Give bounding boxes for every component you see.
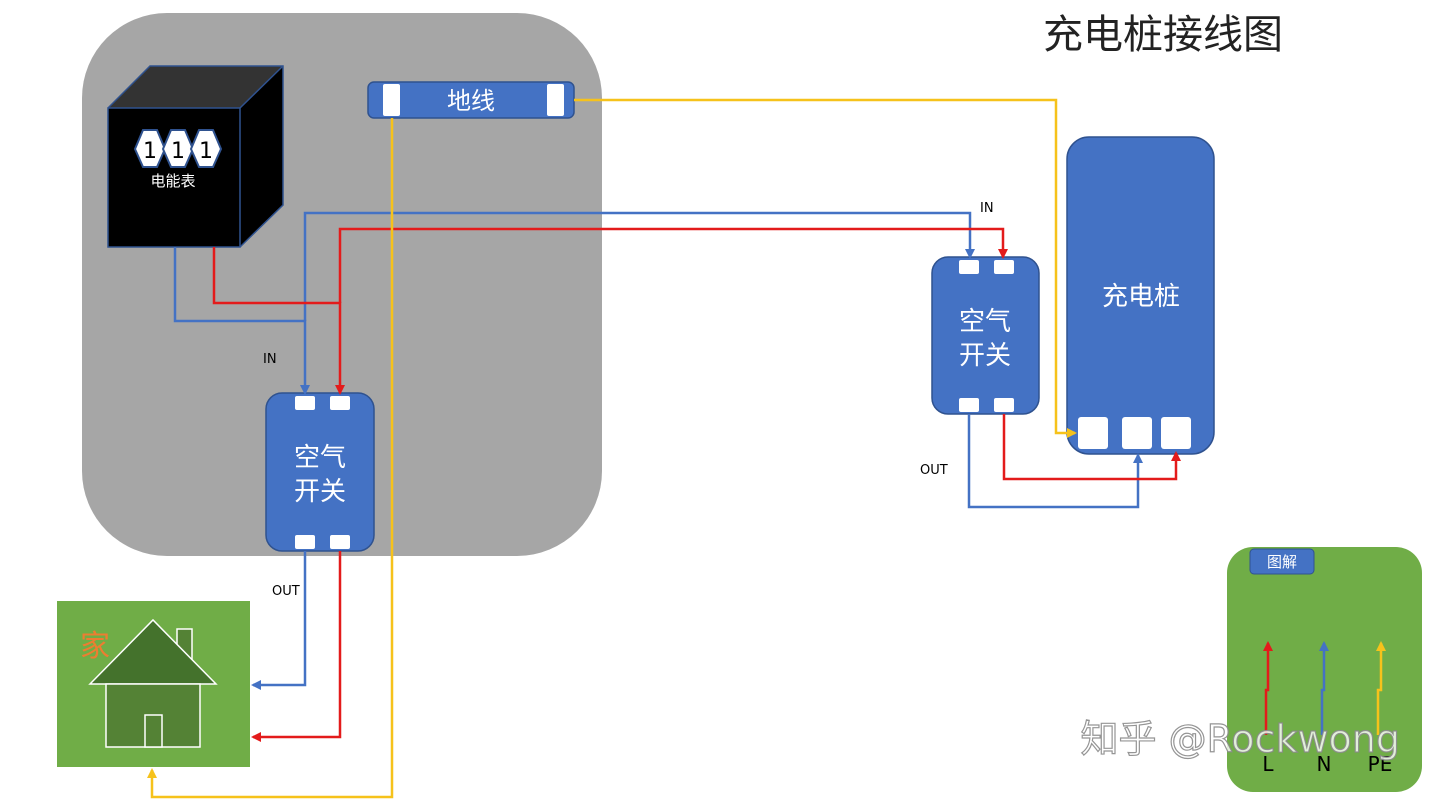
- watermark: 知乎 @Rockwong: [1081, 717, 1400, 761]
- meter-edge-top: [239, 65, 284, 109]
- ground-bar: 地线: [367, 81, 575, 119]
- live-charger-breaker-to-pile: [1002, 414, 1181, 481]
- ground-bar-to-pile: [574, 98, 1077, 438]
- diagram-title: 充电桩接线图: [1043, 12, 1283, 58]
- charger-breaker-in-label: IN: [980, 201, 994, 216]
- live-home-breaker-to-house: [251, 551, 342, 742]
- live-to-charger-breaker: [338, 227, 1008, 303]
- charger-breaker-terminal-out-n: [959, 398, 979, 412]
- house: 家: [57, 601, 250, 767]
- meter-top-face: [108, 66, 283, 108]
- home-breaker-terminal-out-l: [330, 535, 350, 549]
- meter-label: 电能表: [150, 172, 195, 190]
- meter-side-face: [240, 66, 283, 247]
- meter-digit-text: 1: [143, 139, 157, 164]
- charging-pile-label: 充电桩: [1102, 282, 1180, 312]
- neutral-charger-breaker-to-pile: [967, 414, 1143, 509]
- legend-label-pe: PE: [1368, 752, 1393, 776]
- meter-digit-text: 1: [199, 139, 213, 164]
- legend-line-pe: [1376, 641, 1386, 735]
- charger-terminal-l: [1161, 417, 1191, 449]
- meter-digit-3: 1: [189, 129, 223, 168]
- legend-line-l: [1263, 641, 1273, 735]
- charger-breaker-terminal-out-l: [994, 398, 1014, 412]
- charger-breaker-out-label: OUT: [920, 463, 948, 478]
- home-breaker-label-2: 开关: [294, 477, 346, 507]
- meter-digit-1: 1: [133, 129, 167, 168]
- neutral-meter-to-home-breaker: [173, 247, 310, 395]
- charging-pile: 充电桩: [1066, 136, 1215, 455]
- charger-breaker-terminal-in-l: [994, 260, 1014, 274]
- ground-bar-to-house: [147, 118, 394, 799]
- electricity-meter: 1 1 1 电能表: [107, 65, 284, 248]
- charger-breaker-label-2: 开关: [959, 341, 1011, 371]
- ground-bar-label: 地线: [447, 87, 495, 115]
- legend: 图解 L N PE: [1227, 547, 1422, 792]
- charger-breaker-terminal-in-n: [959, 260, 979, 274]
- live-meter-to-home-breaker: [212, 247, 345, 395]
- charger-terminal-n: [1122, 417, 1152, 449]
- neutral-wires: [173, 211, 1143, 690]
- ground-terminal-left: [383, 84, 400, 116]
- charger-breaker-label-1: 空气: [959, 307, 1011, 337]
- home-breaker-terminal-in-l: [330, 396, 350, 410]
- live-wires: [212, 227, 1181, 742]
- legend-line-n: [1319, 641, 1329, 735]
- home-breaker-terminal-out-n: [295, 535, 315, 549]
- neutral-to-charger-breaker: [303, 211, 975, 321]
- house-label: 家: [80, 629, 110, 664]
- legend-label-l: L: [1262, 752, 1274, 776]
- home-breaker-label-1: 空气: [294, 443, 346, 473]
- legend-title-box: [1249, 548, 1315, 575]
- neutral-home-breaker-to-house: [251, 551, 307, 690]
- meter-digit-2: 1: [161, 129, 195, 168]
- home-breaker-out-label: OUT: [272, 584, 300, 599]
- home-breaker-in-label: IN: [263, 352, 277, 367]
- home-breaker: 空气 开关: [265, 392, 375, 552]
- house-door: [144, 714, 163, 748]
- legend-title: 图解: [1267, 553, 1297, 571]
- charger-terminal-pe: [1078, 417, 1108, 449]
- charger-breaker: 空气 开关: [931, 256, 1040, 415]
- ground-terminal-right: [547, 84, 564, 116]
- meter-digit-text: 1: [171, 139, 185, 164]
- legend-label-n: N: [1317, 752, 1332, 776]
- ground-wires: [147, 98, 1077, 799]
- home-breaker-terminal-in-n: [295, 396, 315, 410]
